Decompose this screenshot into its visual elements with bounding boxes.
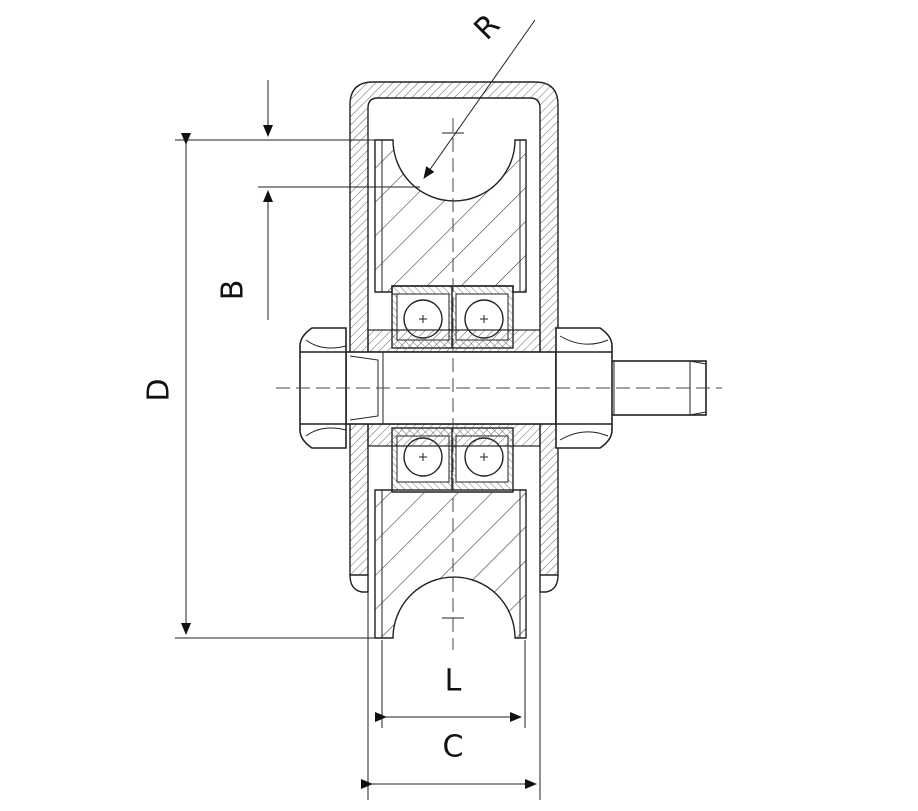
label-b: B bbox=[216, 280, 251, 301]
dimension-l: L bbox=[375, 640, 526, 728]
dimension-b: B bbox=[216, 80, 420, 320]
label-l: L bbox=[445, 664, 462, 699]
dimension-d: D bbox=[142, 133, 375, 639]
label-r: R bbox=[468, 8, 507, 47]
label-c: C bbox=[443, 730, 464, 765]
center-lines bbox=[276, 118, 722, 650]
axle-sleeve bbox=[367, 329, 541, 447]
roller-body-upper bbox=[374, 139, 527, 293]
housing bbox=[349, 81, 559, 593]
label-d: D bbox=[142, 378, 177, 401]
roller-body-lower bbox=[374, 489, 527, 639]
dimension-c: C bbox=[361, 592, 541, 800]
